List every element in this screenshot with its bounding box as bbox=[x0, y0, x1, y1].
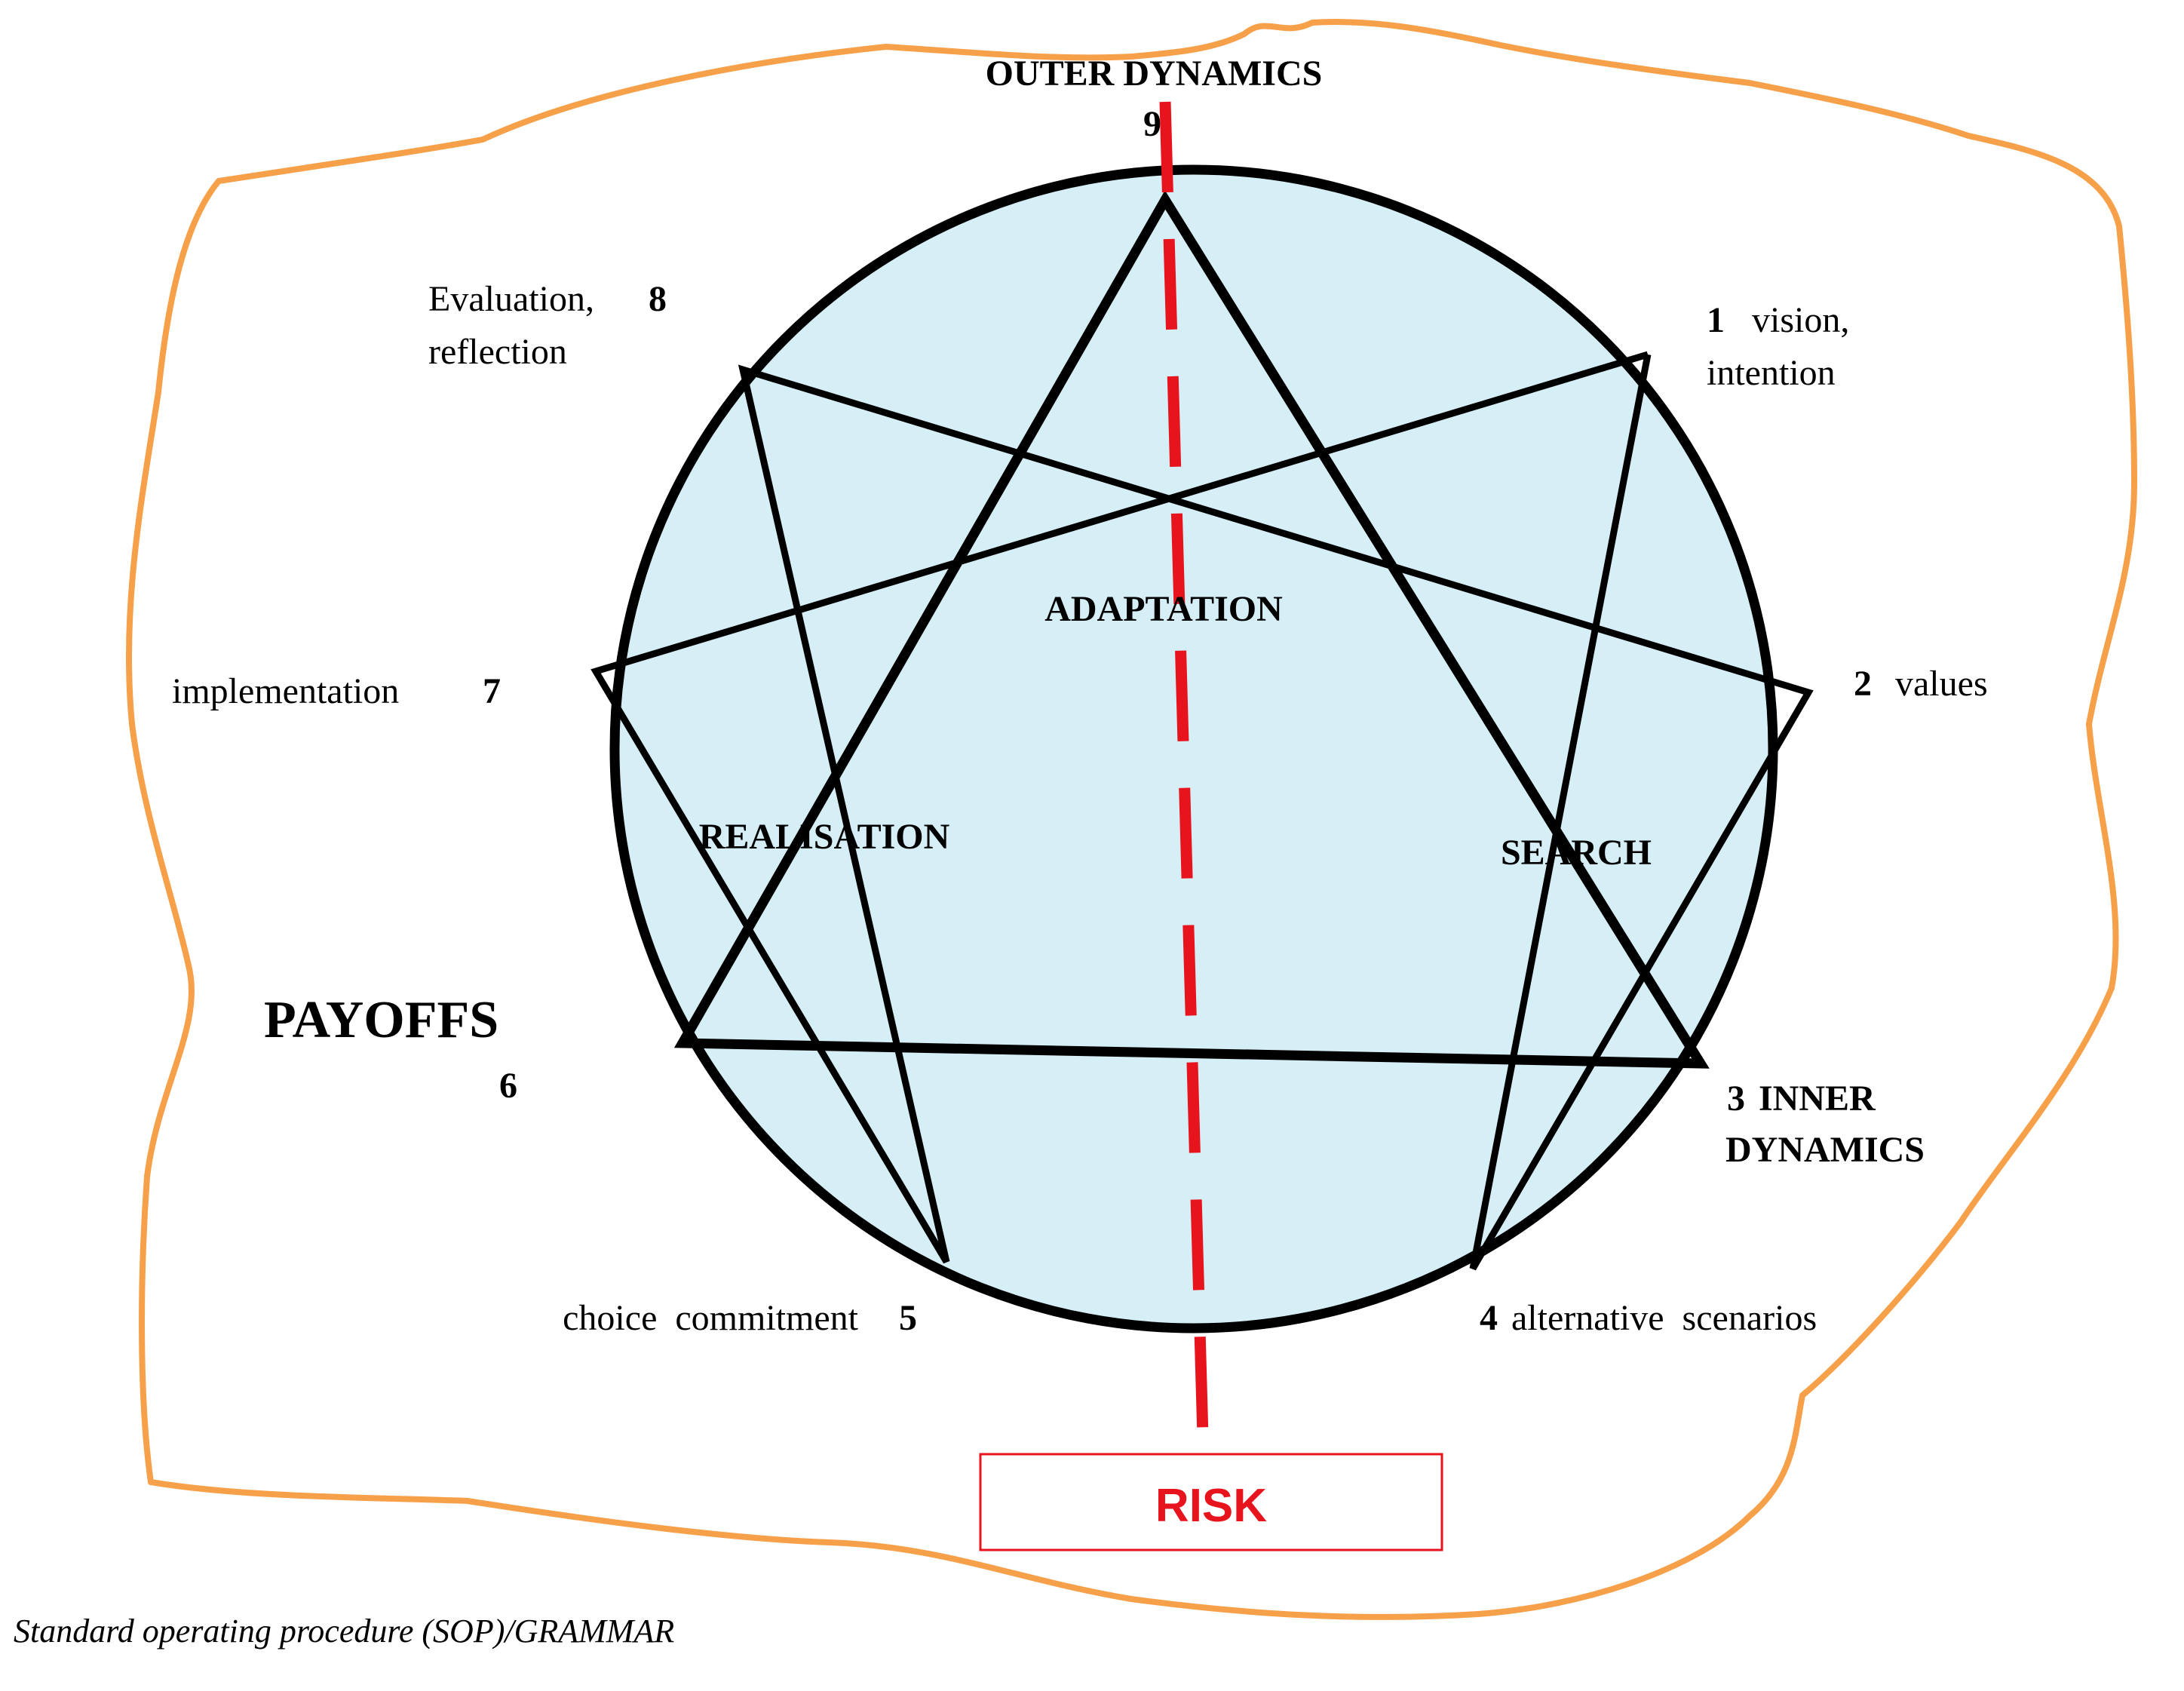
node-8-number: 8 bbox=[649, 279, 667, 319]
node-5-label: choice commitment bbox=[563, 1298, 859, 1338]
node-1-number: 1 bbox=[1707, 300, 1725, 340]
node-3-label-line2: DYNAMICS bbox=[1725, 1130, 1925, 1170]
inner-triangle bbox=[673, 190, 1710, 1069]
node-3-label: INNER bbox=[1759, 1079, 1876, 1119]
node-7-number: 7 bbox=[483, 671, 501, 711]
node-6-number: 6 bbox=[499, 1066, 517, 1106]
node-8-label: Evaluation, bbox=[428, 279, 594, 319]
enneagram-circle bbox=[609, 164, 1778, 1333]
region-search: SEARCH bbox=[1501, 833, 1652, 873]
node-3-number: 3 bbox=[1727, 1079, 1745, 1119]
region-realisation: REALISATION bbox=[699, 817, 950, 857]
risk-label: RISK bbox=[1155, 1480, 1267, 1532]
node-7-label: implementation bbox=[172, 671, 399, 711]
risk-axis-dashed bbox=[1159, 101, 1209, 1438]
risk-box bbox=[979, 1453, 1443, 1551]
node-8-label-line2: reflection bbox=[428, 332, 567, 372]
node-1-label-line2: intention bbox=[1707, 353, 1836, 393]
node-5-number: 5 bbox=[899, 1298, 917, 1338]
boundary-outline bbox=[125, 19, 2137, 1620]
footer-caption: Standard operating procedure (SOP)/GRAMM… bbox=[14, 1613, 674, 1650]
node-6-label: PAYOFFS bbox=[264, 991, 498, 1049]
node-4-number: 4 bbox=[1480, 1298, 1498, 1338]
node-2-label: values bbox=[1895, 664, 1988, 704]
hexad-lines bbox=[590, 351, 1814, 1271]
region-adaptation: ADAPTATION bbox=[1044, 589, 1283, 629]
node-1-label: vision, bbox=[1752, 300, 1849, 340]
node-9-number: 9 bbox=[1143, 104, 1161, 144]
node-2-number: 2 bbox=[1854, 664, 1872, 704]
node-4-label: alternative scenarios bbox=[1511, 1298, 1817, 1338]
diagram-title: OUTER DYNAMICS bbox=[986, 54, 1323, 94]
